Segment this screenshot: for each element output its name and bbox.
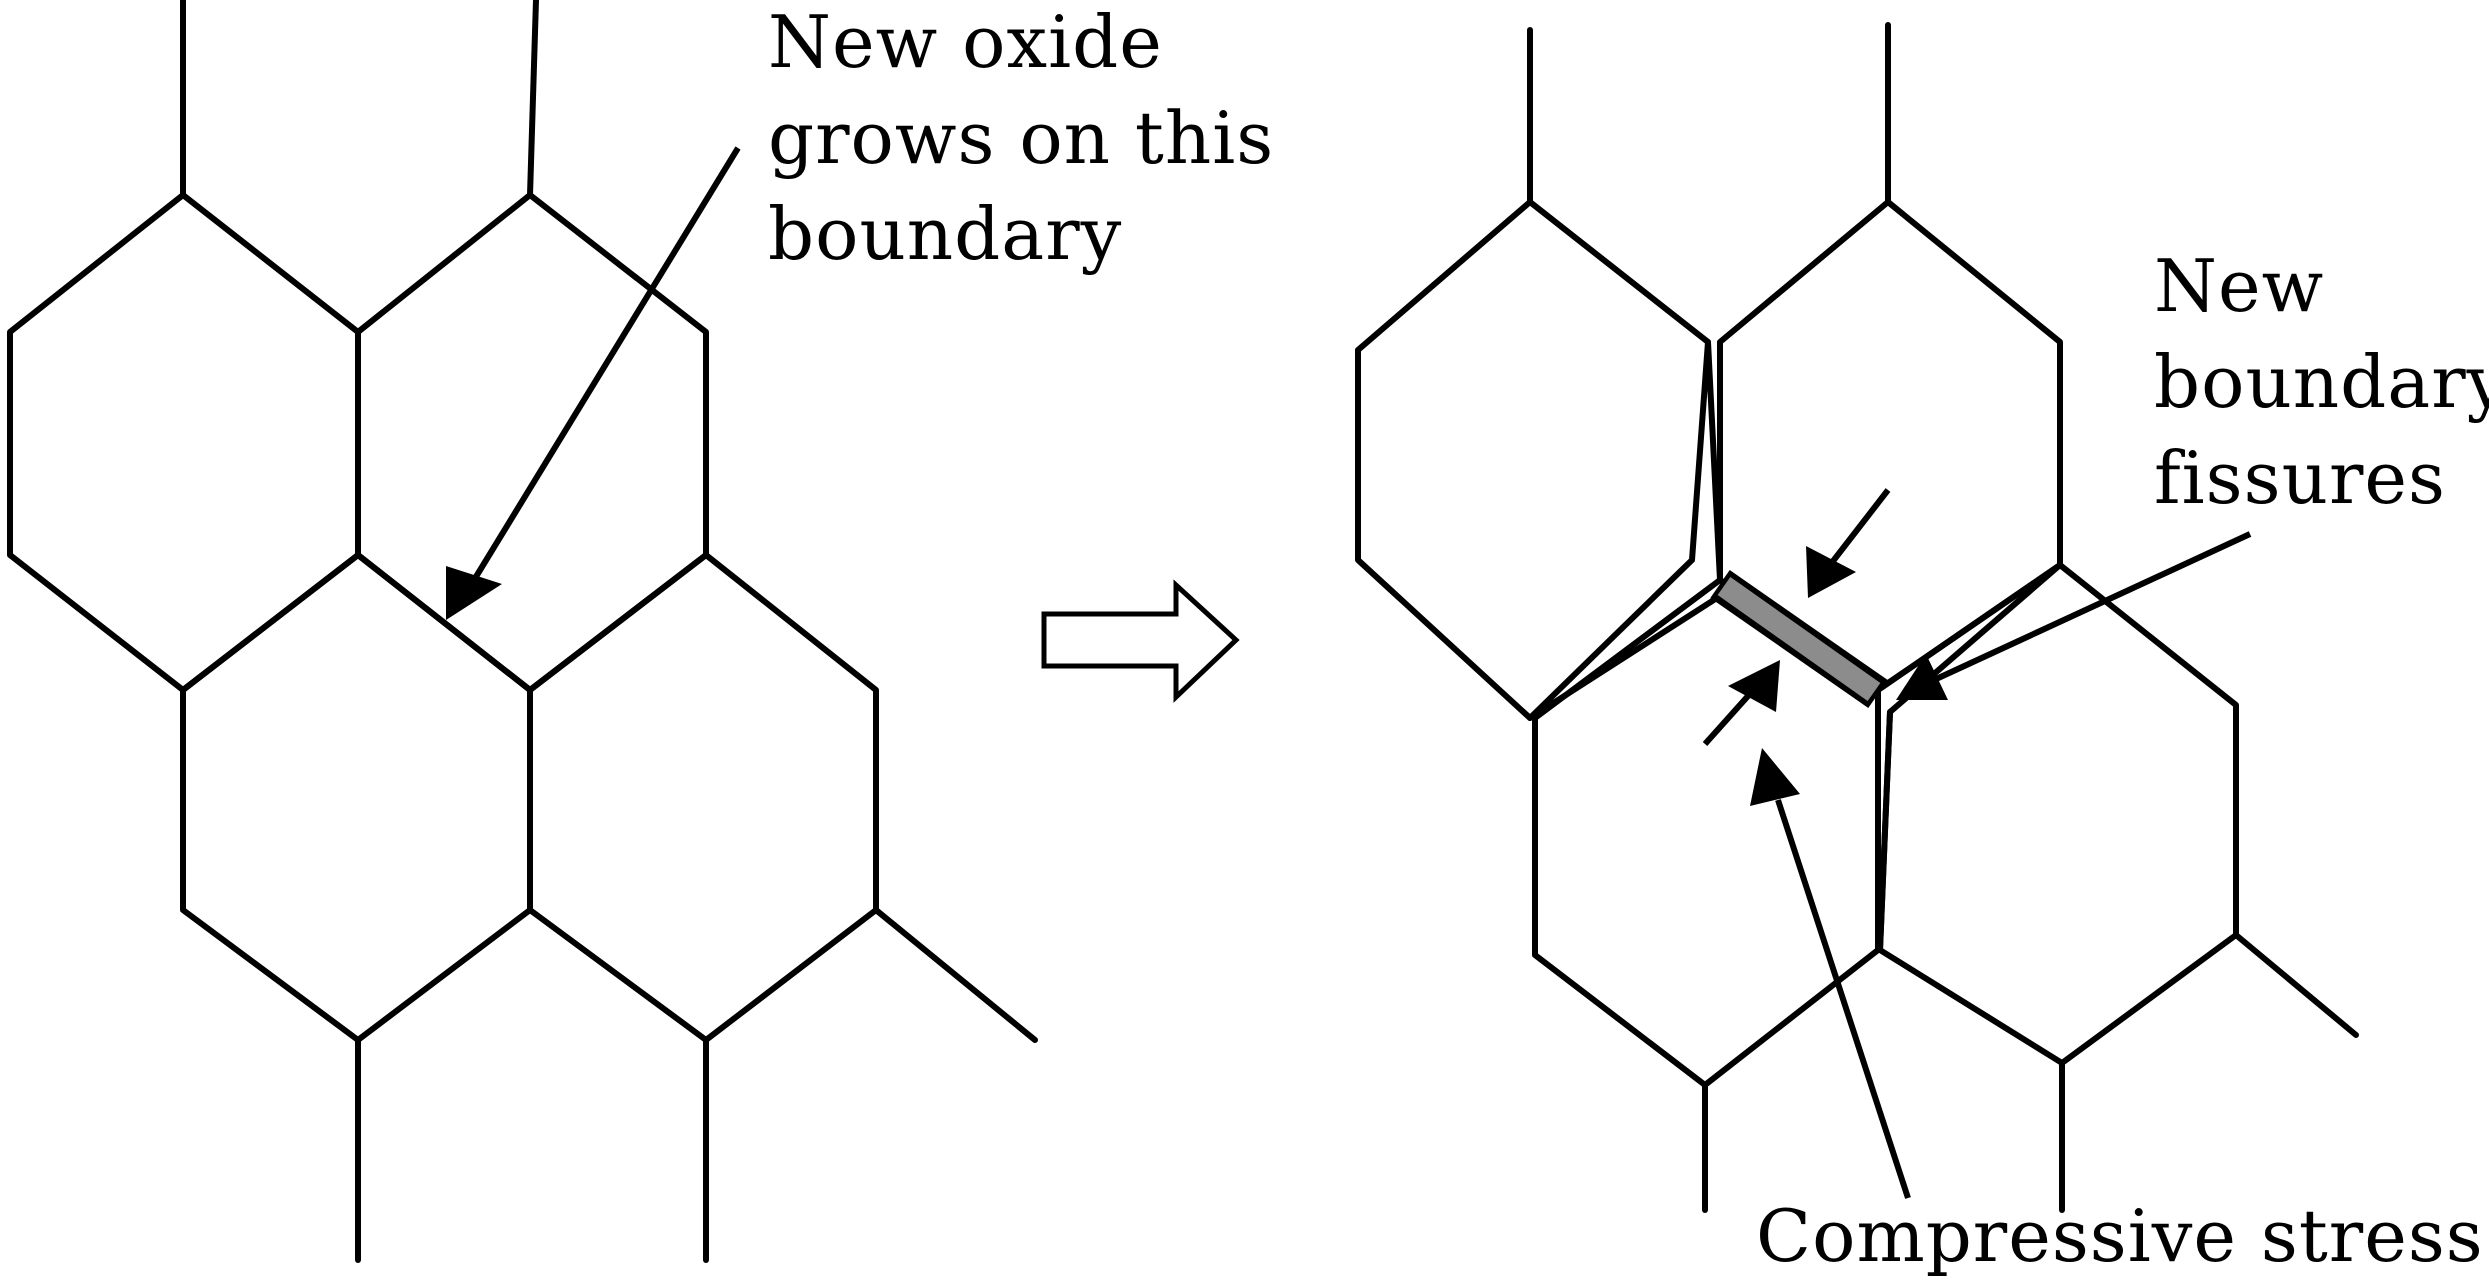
- right-fissure-right-lower: [1877, 709, 1893, 953]
- new-oxide-label: New oxide grows on this boundary: [768, 0, 1274, 282]
- left-grain-structure: [7, 0, 1038, 1263]
- new-oxide-label-line-3: boundary: [768, 192, 1123, 276]
- left-grain-top-right: [355, 192, 709, 693]
- new-oxide-label-line-2: grows on this: [768, 96, 1275, 180]
- fissures-label-line-1: New: [2154, 244, 2325, 328]
- right-grain-bottom-right: [1877, 562, 2239, 1066]
- fissures-arrow: [1896, 531, 2252, 700]
- fissures-label-line-2: boundary: [2154, 340, 2489, 424]
- stress-arrow-top: [1806, 488, 1891, 598]
- left-grain-bottom-right: [527, 552, 879, 1043]
- right-fissure-right: [1875, 562, 2063, 693]
- compressive-stress-label: Compressive stress: [1756, 1194, 2484, 1278]
- new-boundary-fissures-label: New boundary fissures: [2154, 238, 2489, 526]
- left-grain-bottom-left: [180, 552, 533, 1043]
- right-fissure-left-lower: [1527, 593, 1723, 721]
- new-oxide-label-line-1: New oxide: [768, 0, 1163, 84]
- left-edge-top-2: [527, 0, 539, 198]
- left-edge-right: [873, 907, 1038, 1043]
- left-grain-top-left: [7, 192, 361, 693]
- compressive-stress-arrow: [1750, 748, 1911, 1199]
- fissures-label-line-3: fissures: [2154, 436, 2446, 520]
- stress-arrow-bottom: [1702, 660, 1780, 747]
- right-fissure-left: [1705, 339, 1723, 583]
- oxide-band: [1710, 570, 1888, 708]
- right-edge-right: [2233, 932, 2359, 1038]
- transition-arrow-icon: [1041, 579, 1240, 703]
- new-oxide-arrow: [446, 146, 741, 620]
